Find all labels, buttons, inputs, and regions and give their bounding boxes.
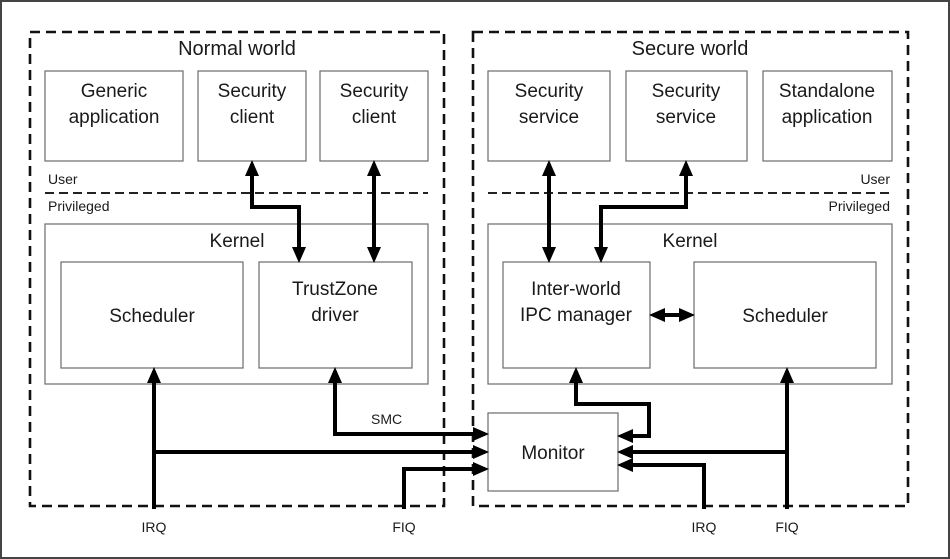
secure-irq-label: IRQ bbox=[692, 519, 717, 535]
secure-scheduler-label: Scheduler bbox=[742, 306, 828, 327]
normal-user-label: User bbox=[48, 171, 78, 187]
normal-privileged-label: Privileged bbox=[48, 198, 109, 214]
secure-world-region bbox=[471, 30, 910, 508]
normal-kernel-label: Kernel bbox=[210, 231, 265, 252]
security-client-box-2 bbox=[319, 70, 429, 162]
monitor-label: Monitor bbox=[521, 443, 585, 464]
secure-privileged-label: Privileged bbox=[829, 198, 890, 214]
ipc-monitor-arrow bbox=[569, 367, 651, 443]
smc-arrow bbox=[328, 367, 489, 441]
security-client-box-1 bbox=[197, 70, 307, 162]
normal-fiq-to-monitor-arrow bbox=[402, 462, 489, 509]
secure-fiq-label: FIQ bbox=[775, 519, 798, 535]
secure-kernel-label: Kernel bbox=[663, 231, 718, 252]
normal-fiq-label: FIQ bbox=[392, 519, 415, 535]
secure-scheduler-box bbox=[693, 261, 877, 369]
generic-application-box bbox=[44, 70, 184, 162]
normal-scheduler-box bbox=[60, 261, 244, 369]
client1-driver-arrow bbox=[245, 160, 306, 263]
secure-user-label: User bbox=[860, 171, 890, 187]
normal-world-title: Normal world bbox=[178, 38, 296, 60]
secure-irq-to-monitor-arrow bbox=[617, 458, 706, 509]
normal-scheduler-label: Scheduler bbox=[109, 306, 195, 327]
trustzone-driver-box bbox=[258, 261, 413, 369]
normal-irq-label: IRQ bbox=[142, 519, 167, 535]
smc-label: SMC bbox=[371, 411, 402, 427]
normal-world-region bbox=[28, 30, 446, 508]
standalone-application-box bbox=[762, 70, 893, 162]
ipc-manager-box bbox=[502, 261, 651, 369]
secure-world-title: Secure world bbox=[632, 38, 749, 60]
service2-ipc-arrow bbox=[594, 160, 693, 263]
